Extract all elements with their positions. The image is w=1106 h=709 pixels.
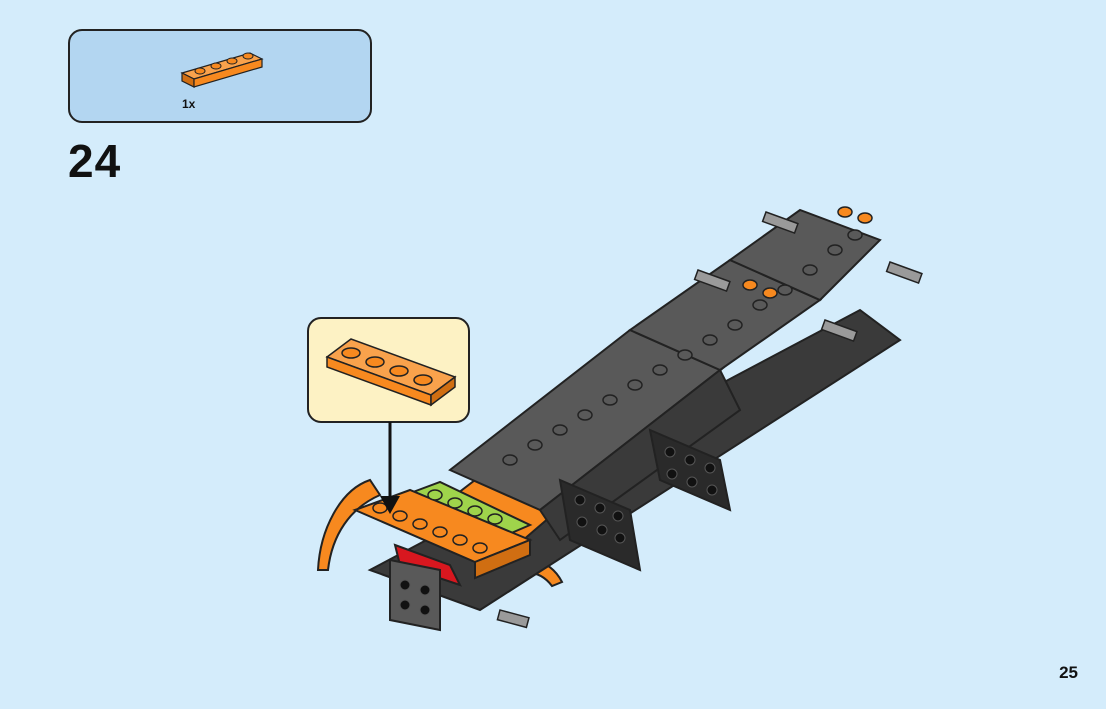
parts-list-box: 1x <box>68 29 372 123</box>
step-number: 24 <box>68 134 121 188</box>
placement-arrow-icon <box>370 420 410 520</box>
part-callout-box <box>307 317 470 423</box>
plate-1x4-orange-icon <box>178 45 268 95</box>
page-number: 25 <box>1059 663 1078 683</box>
part-quantity: 1x <box>182 97 195 111</box>
plate-1x4-orange-icon <box>323 333 458 408</box>
